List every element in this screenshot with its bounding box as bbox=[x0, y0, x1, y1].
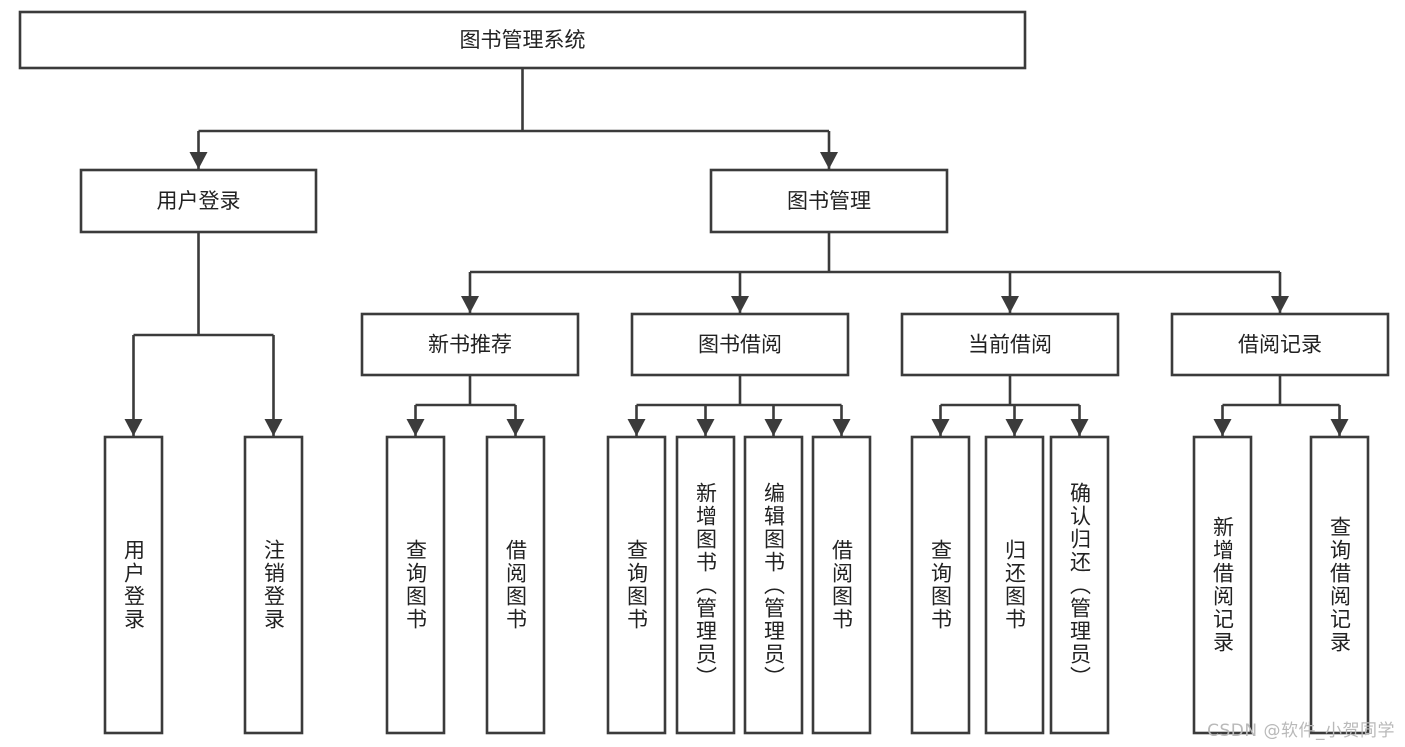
leaf-confirm-return-box[interactable] bbox=[1049, 435, 1110, 735]
leaf-return-book-box[interactable] bbox=[984, 435, 1045, 735]
leaf-query-book-borrow-box[interactable] bbox=[606, 435, 667, 735]
leaf-query-book-current-box[interactable] bbox=[910, 435, 971, 735]
book-manage-label: 图书管理 bbox=[787, 189, 871, 213]
arrow-current-borrow-to-leaf-confirm-return bbox=[1070, 419, 1089, 436]
leaf-edit-book-box[interactable] bbox=[743, 435, 804, 735]
current-borrow-box[interactable] bbox=[900, 312, 1120, 377]
leaf-user-login-box[interactable] bbox=[103, 435, 164, 735]
new-book-recommend-label: 新书推荐 bbox=[428, 333, 512, 357]
arrow-user-login-to-leaf-user-login bbox=[124, 419, 143, 436]
node-box-layer bbox=[18, 10, 1390, 735]
watermark-text: CSDN @软件_小贺同学 bbox=[1207, 721, 1395, 741]
borrow-record-label: 借阅记录 bbox=[1238, 333, 1322, 357]
arrow-borrow-record-to-leaf-query-borrow-record bbox=[1330, 419, 1349, 436]
arrow-book-manage-to-new-book-recommend bbox=[461, 296, 479, 313]
arrow-current-borrow-to-leaf-return-book bbox=[1005, 419, 1024, 436]
arrow-user-login-to-leaf-logout-login bbox=[264, 419, 283, 436]
leaf-borrow-book-recommend-box[interactable] bbox=[485, 435, 546, 735]
arrow-new-book-recommend-to-leaf-query-book-recommend bbox=[406, 419, 425, 436]
arrow-book-borrow-to-leaf-add-book bbox=[696, 419, 715, 436]
arrow-new-book-recommend-to-leaf-borrow-book-recommend bbox=[506, 419, 525, 436]
leaf-logout-login-box[interactable] bbox=[243, 435, 304, 735]
borrow-record-box[interactable] bbox=[1170, 312, 1390, 377]
arrow-book-borrow-to-leaf-edit-book bbox=[764, 419, 783, 436]
arrow-book-borrow-to-leaf-query-book-borrow bbox=[627, 419, 646, 436]
book-borrow-box[interactable] bbox=[630, 312, 850, 377]
current-borrow-label: 当前借阅 bbox=[968, 333, 1052, 357]
arrow-book-borrow-to-leaf-borrow-book bbox=[832, 419, 851, 436]
connector-layer bbox=[124, 68, 1349, 436]
arrow-root-to-book-manage bbox=[820, 152, 838, 169]
user-login-box[interactable] bbox=[79, 168, 318, 234]
arrow-book-manage-to-borrow-record bbox=[1271, 296, 1289, 313]
user-login-label: 用户登录 bbox=[157, 189, 241, 213]
leaf-add-book-box[interactable] bbox=[675, 435, 736, 735]
leaf-query-book-recommend-box[interactable] bbox=[385, 435, 446, 735]
root-node-box[interactable] bbox=[18, 10, 1027, 70]
arrow-borrow-record-to-leaf-add-borrow-record bbox=[1213, 419, 1232, 436]
arrow-root-to-user-login bbox=[189, 152, 208, 169]
book-manage-box[interactable] bbox=[709, 168, 949, 234]
root-node-label: 图书管理系统 bbox=[460, 28, 586, 52]
leaf-query-borrow-record-box[interactable] bbox=[1309, 435, 1370, 735]
leaf-borrow-book-box[interactable] bbox=[811, 435, 872, 735]
leaf-add-borrow-record-box[interactable] bbox=[1192, 435, 1253, 735]
book-borrow-label: 图书借阅 bbox=[698, 333, 782, 357]
arrow-book-manage-to-book-borrow bbox=[731, 296, 749, 313]
new-book-recommend-box[interactable] bbox=[360, 312, 580, 377]
arrow-book-manage-to-current-borrow bbox=[1001, 296, 1019, 313]
arrow-current-borrow-to-leaf-query-book-current bbox=[931, 419, 950, 436]
